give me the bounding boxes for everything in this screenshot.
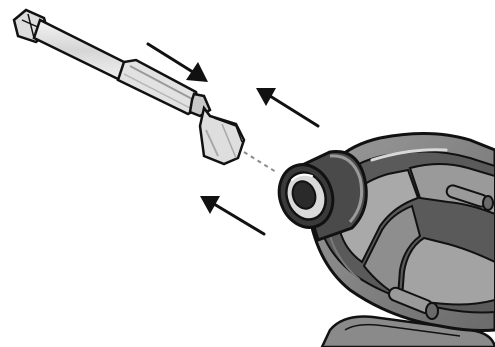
alignment-guide-line (244, 152, 276, 172)
arrow-release-upper (256, 88, 318, 126)
screwdriver-bit (14, 10, 244, 164)
quick-release-chuck (271, 152, 367, 241)
bit-hex-shank (200, 108, 244, 164)
bit-shaft (34, 20, 128, 80)
arrow-release-lower (200, 196, 264, 234)
